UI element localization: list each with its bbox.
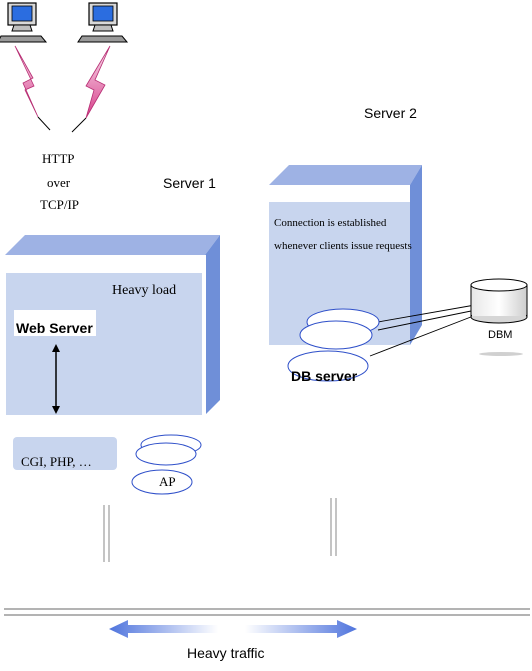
network-bus (4, 608, 530, 616)
lightning-icon (85, 45, 111, 119)
traffic-arrow-right (245, 620, 357, 638)
connection-line (71, 117, 87, 133)
db-connection-line (377, 309, 477, 331)
ap-process (135, 442, 197, 466)
computer-icon (0, 2, 48, 43)
cgi-box (13, 437, 117, 470)
network-tap (330, 498, 337, 556)
ap-label: AP (159, 474, 176, 489)
heavy-traffic-label: Heavy traffic (187, 645, 265, 661)
double-arrow-icon (52, 344, 60, 414)
ap-process (131, 469, 193, 495)
server1-title: Server 1 (163, 175, 216, 191)
lightning-icon (14, 45, 39, 118)
connection-text-line2: whenever clients issue requests (274, 240, 412, 252)
web-server-box (14, 310, 96, 336)
protocol-label-over: over (47, 175, 71, 190)
protocol-label-http: HTTP (42, 151, 75, 166)
db-server-label: DB server (291, 368, 358, 384)
db-connection-line (369, 314, 477, 357)
connection-text-line1: Connection is established (274, 217, 387, 229)
database-icon (470, 278, 528, 356)
computer-icon (77, 2, 129, 43)
web-server-label: Web Server (16, 320, 93, 336)
protocol-label-tcpip: TCP/IP (40, 197, 80, 212)
network-tap (103, 505, 110, 562)
heavy-load-label: Heavy load (112, 283, 177, 298)
dbm-label: DBM (488, 329, 513, 341)
traffic-arrow-left (109, 620, 218, 638)
cgi-label: CGI, PHP, … (21, 454, 92, 469)
connection-line (37, 116, 51, 131)
db-process (287, 350, 369, 382)
db-connection-line (377, 304, 476, 323)
server2-title: Server 2 (364, 105, 417, 121)
db-process (299, 320, 373, 350)
